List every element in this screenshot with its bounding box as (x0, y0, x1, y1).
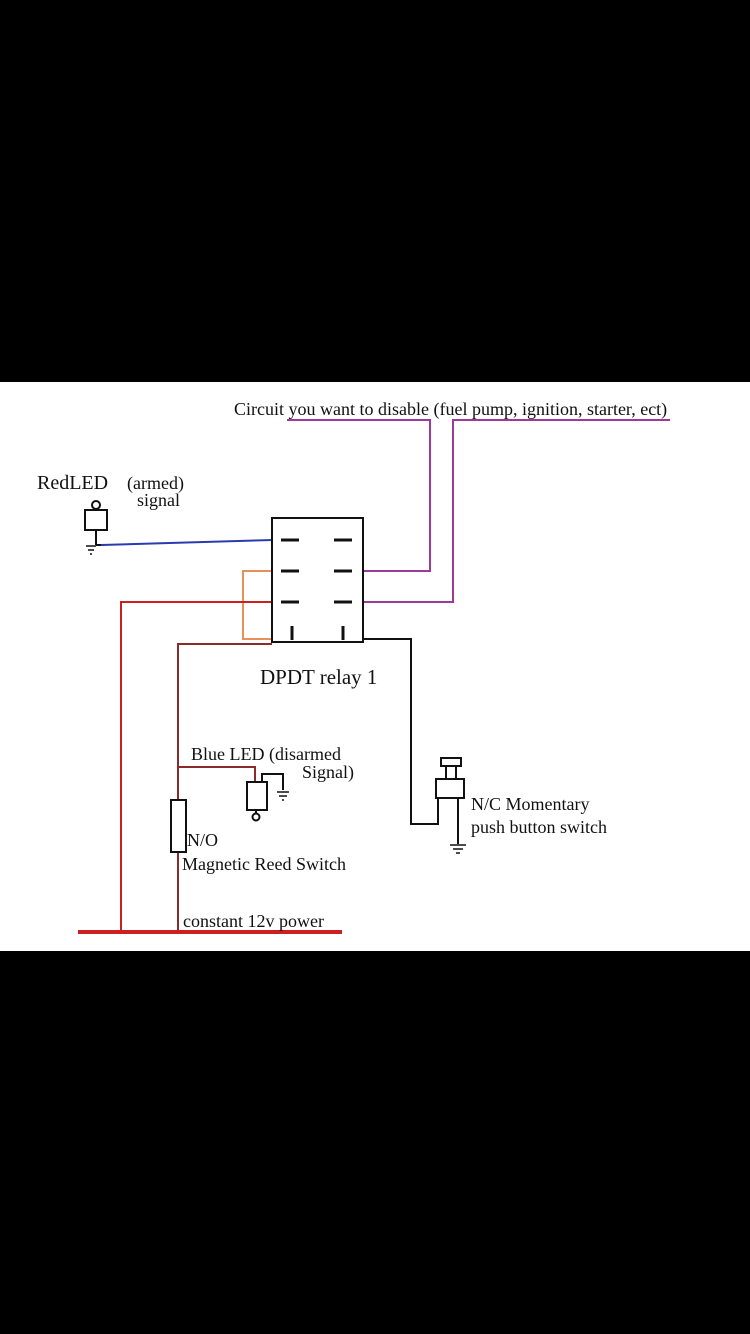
reed-name-label: Magnetic Reed Switch (182, 854, 346, 874)
power-label: constant 12v power (183, 911, 324, 931)
led-dome (91, 500, 101, 510)
ground-symbol (86, 545, 96, 555)
reed-to-relay-wire (177, 643, 272, 800)
power-wires (78, 601, 342, 934)
top-letterbox (0, 0, 750, 382)
circuit-wires (287, 419, 670, 603)
blue-led-wire (178, 766, 256, 782)
ground-symbol (450, 844, 466, 854)
relay (271, 517, 364, 643)
led-body (246, 781, 268, 811)
relay-body (271, 517, 364, 643)
jumper-wire (242, 570, 272, 640)
led-lead (261, 773, 284, 790)
circuit-wire-lower (364, 419, 670, 603)
led-body (84, 509, 108, 531)
button-body (435, 778, 465, 799)
pushbutton-label-line1: N/C Momentary (471, 794, 590, 814)
blue-led-label-line1: Blue LED (disarmed (191, 744, 341, 765)
led-dome (251, 812, 261, 822)
pushbutton-wire (364, 638, 439, 825)
reed-switch (170, 799, 187, 853)
power-feed-wire (120, 601, 272, 932)
red-led-name-label: RedLED (37, 472, 108, 494)
red-led (84, 500, 108, 546)
red-led-state-label: (armed) (127, 473, 184, 494)
button-cap (440, 757, 462, 767)
button-stem (445, 765, 457, 780)
red-led-wire (100, 539, 274, 546)
red-led-signal-label: signal (137, 490, 180, 510)
reed-type-label: N/O (187, 830, 218, 850)
reed-wires (177, 643, 272, 930)
blue-led (246, 773, 284, 822)
ground-symbol (277, 791, 289, 801)
wiring-diagram: Circuit you want to disable (fuel pump, … (37, 399, 670, 934)
bottom-letterbox (0, 951, 750, 1334)
circuit-label: Circuit you want to disable (fuel pump, … (234, 399, 667, 420)
relay-terminals (281, 538, 352, 640)
circuit-wire-upper (287, 419, 431, 572)
push-button (435, 757, 465, 844)
diagram-canvas: Circuit you want to disable (fuel pump, … (0, 382, 750, 951)
pushbutton-label-line2: push button switch (471, 817, 607, 837)
relay-label: DPDT relay 1 (260, 665, 377, 689)
blue-led-label-line2: Signal) (302, 762, 354, 783)
